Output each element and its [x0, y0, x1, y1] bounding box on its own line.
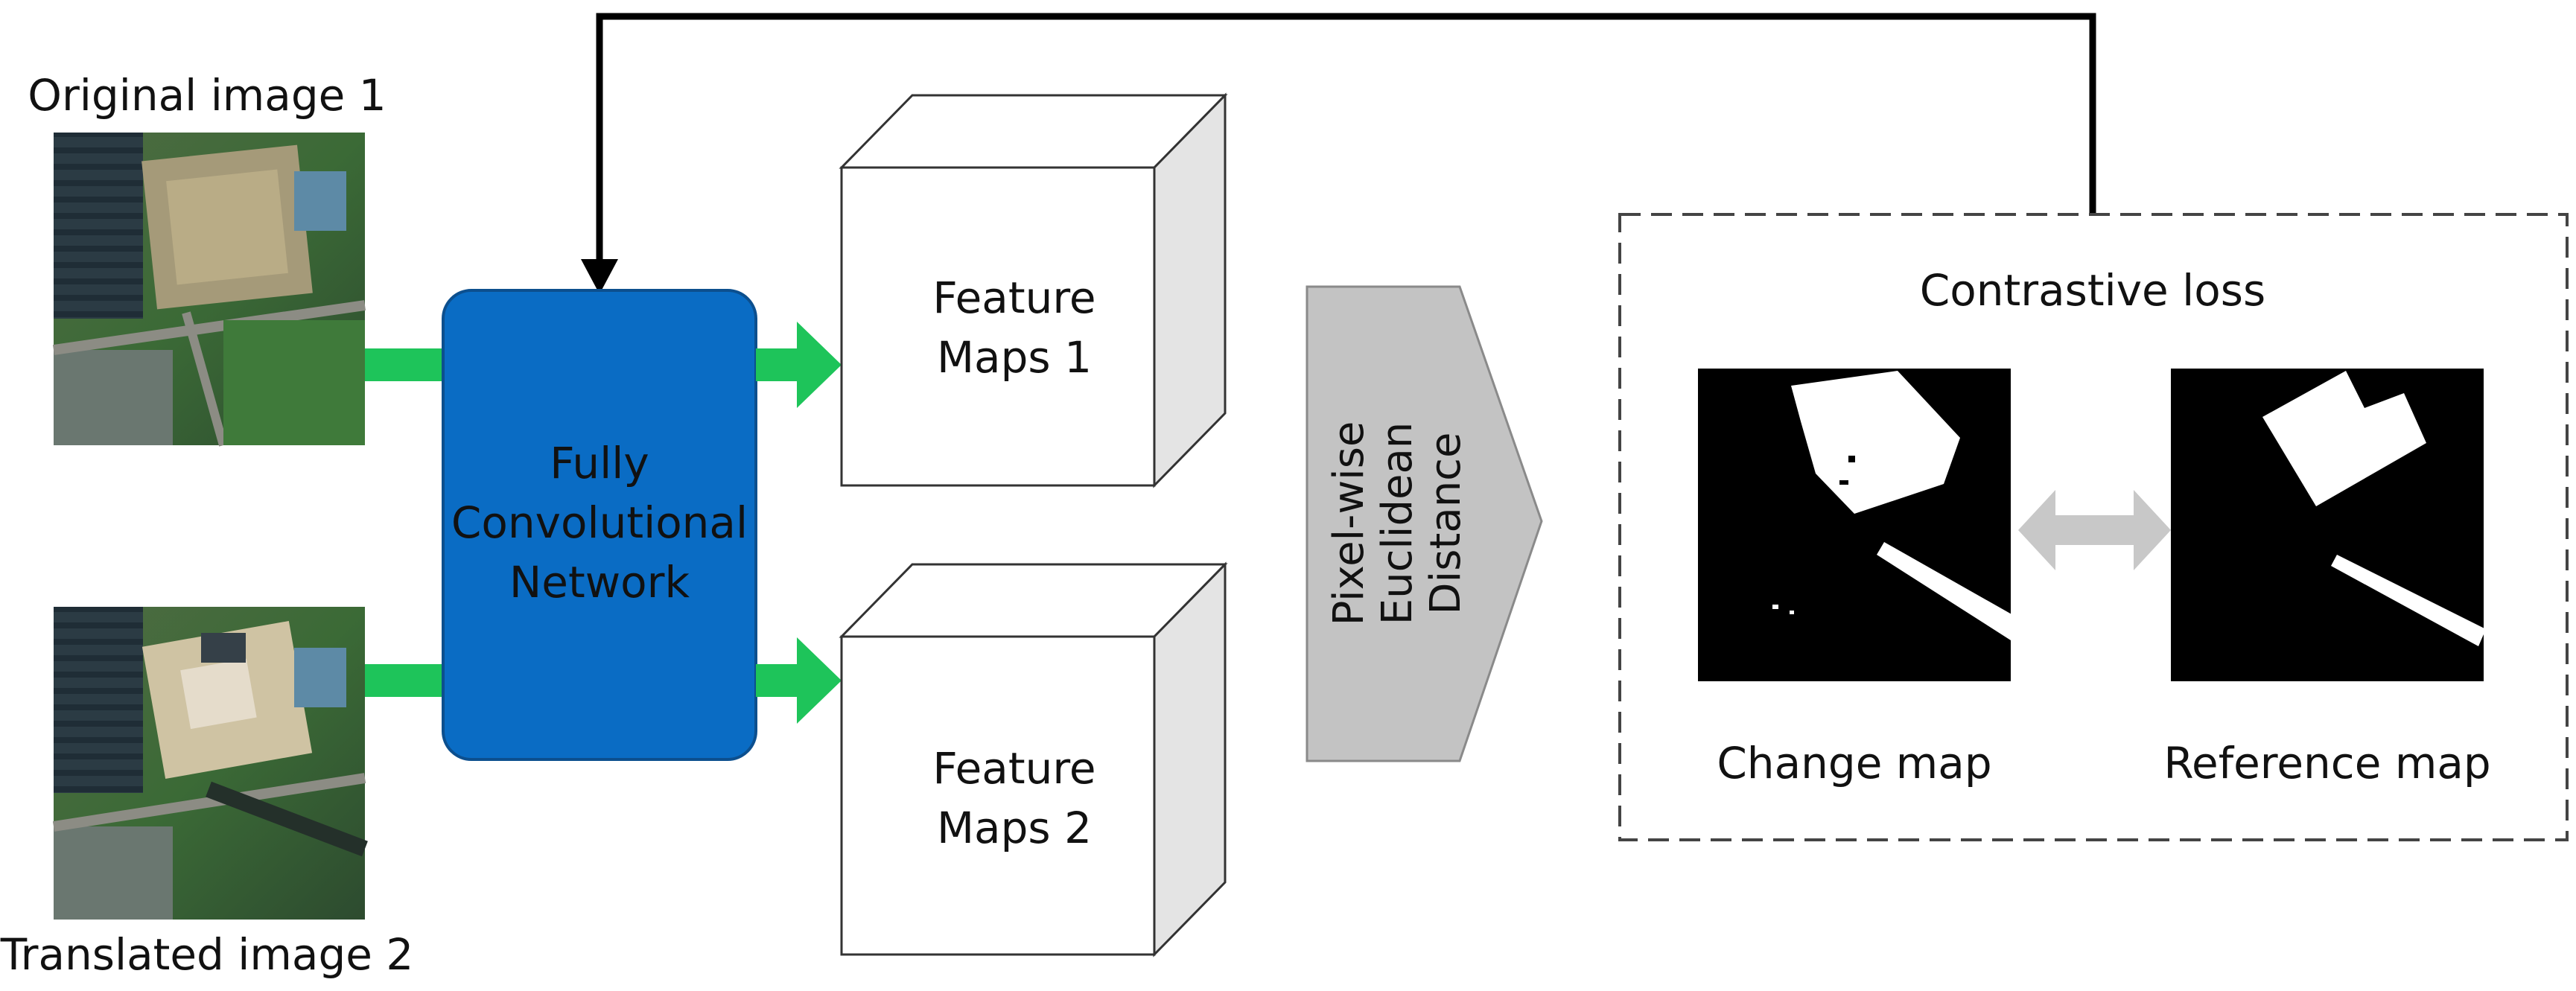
network-label-line-2: Convolutional	[451, 497, 748, 548]
feature-maps-2-arrow	[756, 637, 842, 724]
feedback-loop-line	[596, 13, 2096, 262]
distance-label-line-3: Distance	[1422, 433, 1470, 615]
reference-map-label: Reference map	[2163, 738, 2490, 788]
reference-map-image	[2171, 369, 2486, 681]
contrastive-loss-title: Contrastive loss	[1920, 265, 2265, 316]
feature-maps-1-cube: Feature Maps 1	[839, 92, 1228, 488]
input-2-arrow	[365, 664, 443, 697]
change-map-label: Change map	[1717, 738, 1991, 788]
contrastive-loss-panel: Contrastive loss Change map Reference ma…	[1618, 213, 2569, 841]
feedback-loop-arrowhead	[581, 259, 618, 294]
original-image-1	[53, 133, 366, 447]
network-label-line-1: Fully	[550, 438, 649, 488]
fully-convolutional-network-block: Fully Convolutional Network	[442, 289, 757, 761]
comparison-double-arrow	[2018, 490, 2171, 570]
feature-maps-1-line-2: Maps 1	[937, 332, 1092, 383]
feature-maps-2-line-1: Feature	[932, 743, 1095, 794]
translated-image-2-label: Translated image 2	[0, 929, 413, 980]
distance-label-line-2: Euclidean	[1373, 422, 1422, 625]
original-image-1-label: Original image 1	[28, 70, 386, 121]
change-map-image	[1698, 369, 2018, 681]
pixel-wise-distance-block: Pixel-wise Euclidean Distance	[1306, 285, 1543, 762]
input-1-arrow	[365, 348, 443, 381]
distance-label-line-1: Pixel-wise	[1325, 421, 1373, 626]
network-label-line-3: Network	[509, 557, 690, 608]
feature-maps-1-arrow	[756, 322, 842, 408]
feature-maps-2-cube: Feature Maps 2	[839, 561, 1228, 957]
translated-image-2	[52, 607, 368, 920]
feature-maps-2-line-2: Maps 2	[937, 803, 1092, 853]
feature-maps-1-line-1: Feature	[932, 273, 1095, 323]
